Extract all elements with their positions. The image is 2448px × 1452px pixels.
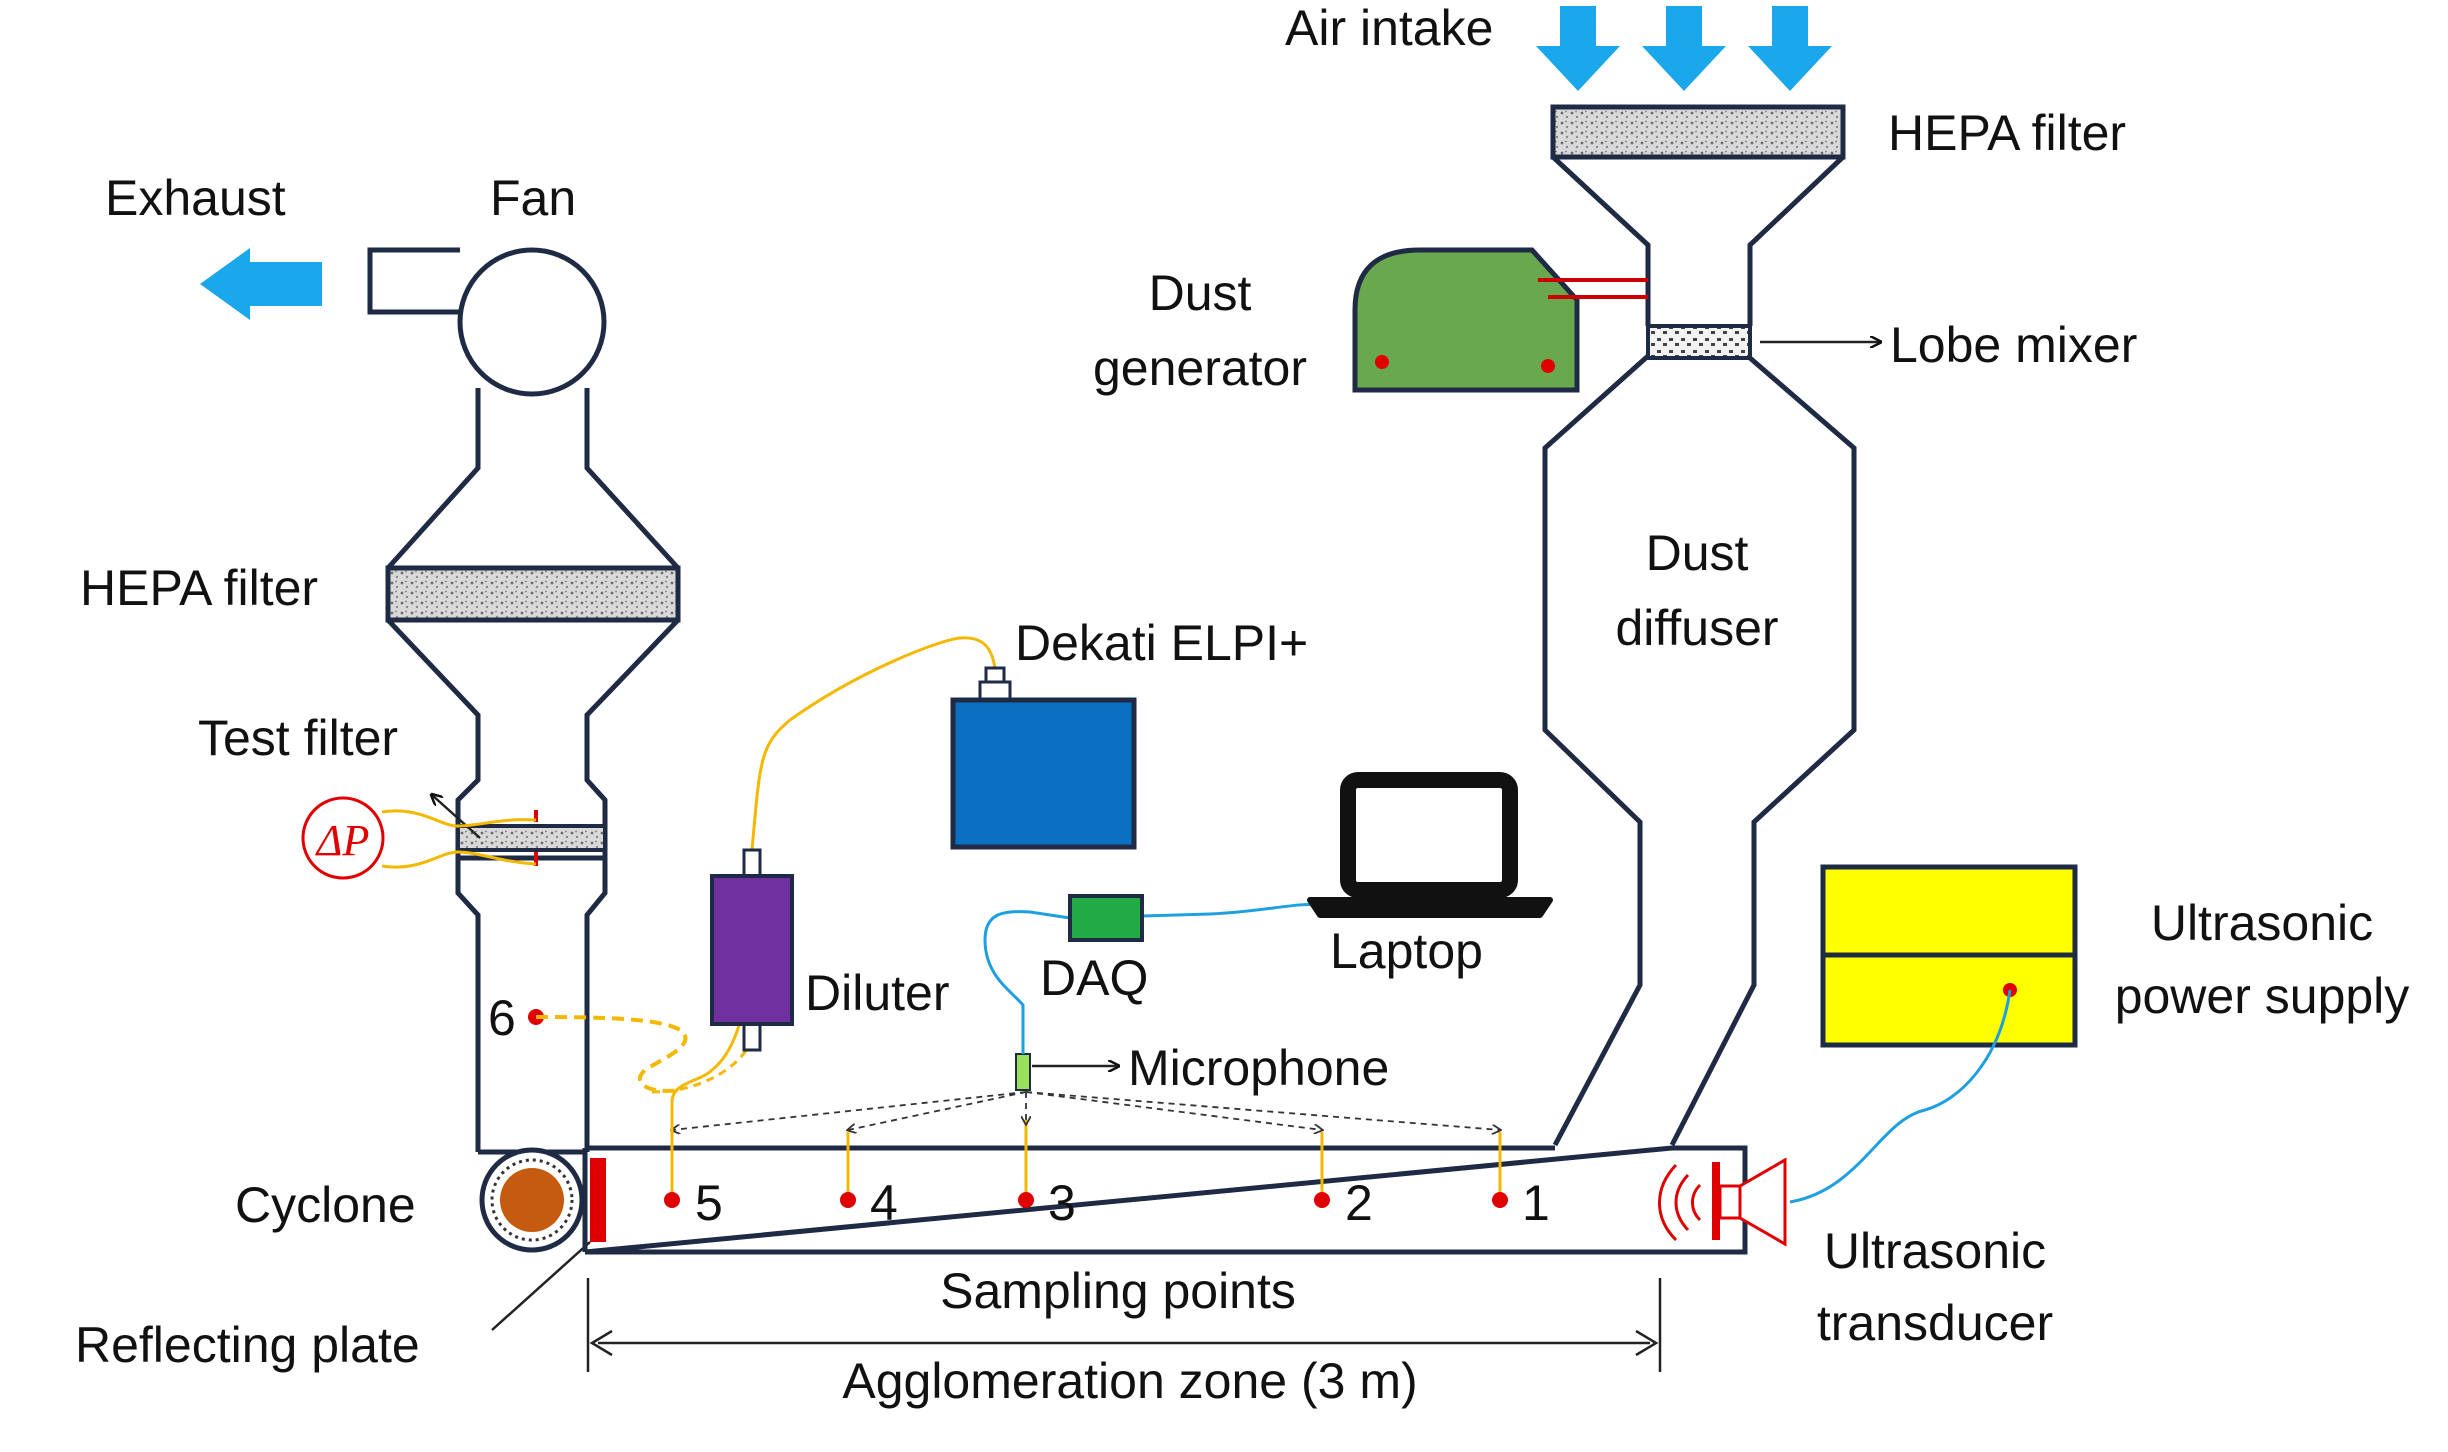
diluter-label: Diluter [805, 965, 949, 1021]
agglomeration-zone-dimension [586, 1278, 1662, 1372]
laptop-icon [1307, 772, 1553, 918]
left-duct [386, 388, 680, 1155]
test-filter-label: Test filter [198, 710, 398, 766]
delta-p-label: ΔP [315, 816, 370, 865]
lobe-mixer [1646, 324, 1752, 360]
cyclone [479, 1147, 585, 1253]
dust-generator-label-1: Dust [1149, 265, 1252, 321]
reflecting-plate-label: Reflecting plate [75, 1317, 420, 1373]
microphone-pointer-lines [672, 1091, 1500, 1130]
dust-diffuser-label-1: Dust [1646, 525, 1749, 581]
ultrasonic-power-supply [1820, 864, 2078, 1048]
exhaust-label: Exhaust [105, 170, 286, 226]
transducer-cable [1789, 989, 2012, 1204]
ultrasonic-power-supply-label-1: Ultrasonic [2151, 895, 2373, 951]
point-5-label: 5 [695, 1175, 723, 1231]
agglomeration-zone-label: Agglomeration zone (3 m) [842, 1353, 1417, 1409]
dust-feed-tube [1538, 278, 1648, 299]
air-intake-label: Air intake [1285, 0, 1493, 56]
daq [1068, 894, 1144, 942]
microphone-label: Microphone [1128, 1040, 1389, 1096]
ultrasonic-power-supply-label-2: power supply [2115, 968, 2410, 1024]
dust-diffuser-label-2: diffuser [1615, 600, 1778, 656]
ultrasonic-transducer-label-2: transducer [1817, 1295, 2053, 1351]
ultrasonic-transducer [1712, 1157, 1787, 1247]
sampling-point-markers [664, 1192, 1508, 1208]
daq-label: DAQ [1040, 950, 1148, 1006]
sampling-points-label: Sampling points [940, 1263, 1296, 1319]
fan [367, 247, 607, 397]
reflecting-plate [590, 1158, 606, 1242]
point-6-label: 6 [488, 990, 516, 1046]
hepa-filter-left-label: HEPA filter [80, 560, 318, 616]
diluter [710, 848, 794, 1052]
hepa-filter-left [385, 565, 681, 623]
dust-generator-indicator-left [1375, 355, 1389, 369]
point-2-label: 2 [1345, 1175, 1373, 1231]
dust-generator-indicator-right [1541, 359, 1555, 373]
signal-lines [983, 902, 1319, 1054]
agglomeration-chamber [582, 1145, 1748, 1255]
cyclone-label: Cyclone [235, 1177, 416, 1233]
hepa-filter-top [1550, 104, 1846, 160]
hepa-filter-top-label: HEPA filter [1888, 105, 2126, 161]
dust-generator-label-2: generator [1093, 340, 1307, 396]
pressure-gauge: ΔP [301, 796, 537, 880]
point-1-label: 1 [1522, 1175, 1550, 1231]
ultrasonic-transducer-label-1: Ultrasonic [1824, 1223, 2046, 1279]
lobe-mixer-label: Lobe mixer [1890, 317, 2137, 373]
test-filter [456, 824, 607, 852]
sound-wave-icon [1658, 1163, 1702, 1242]
dekati-label: Dekati ELPI+ [1015, 615, 1308, 671]
sampling-probes [670, 1120, 1502, 1198]
air-intake-arrows [1536, 6, 1832, 91]
fan-label: Fan [490, 170, 576, 226]
dekati-elpi [950, 666, 1137, 850]
point-3-label: 3 [1048, 1175, 1076, 1231]
laptop-label: Laptop [1330, 923, 1483, 979]
microphone [1015, 1053, 1031, 1091]
point-4-label: 4 [870, 1175, 898, 1231]
dust-generator [1352, 247, 1580, 393]
exhaust-arrow [200, 248, 322, 320]
